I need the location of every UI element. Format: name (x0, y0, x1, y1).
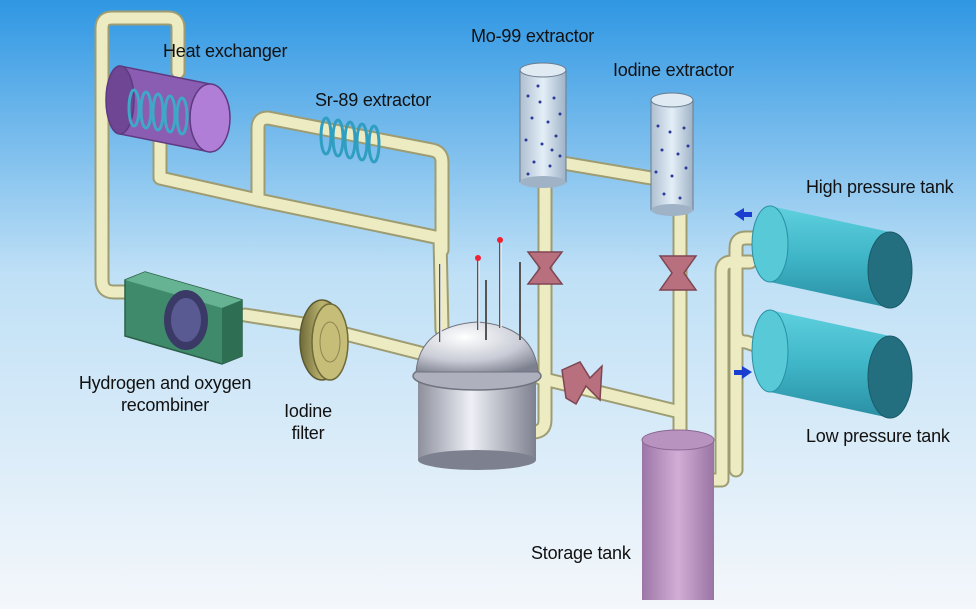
label-iodine-filter-line1: Iodine (284, 401, 332, 421)
iodine-filter (299, 299, 349, 381)
valve-mo99 (526, 251, 564, 285)
flow-arrow-icon (734, 208, 752, 379)
label-heat-exchanger: Heat exchanger (163, 41, 288, 61)
mo99-extractor (519, 62, 567, 188)
label-recombiner: Hydrogen and oxygen recombiner (72, 372, 258, 416)
label-storage-tank: Storage tank (531, 543, 631, 563)
valve-iodine (658, 255, 698, 291)
sr89-extractor-coil (319, 116, 381, 164)
label-recombiner-line1: Hydrogen and oxygen (78, 373, 252, 393)
label-recombiner-line2: recombiner (120, 395, 210, 415)
label-high-pressure-tank: High pressure tank (806, 177, 954, 197)
reactor-vessel (412, 237, 542, 470)
valve-storage-line (561, 361, 603, 406)
hydrogen-oxygen-recombiner (124, 271, 243, 365)
low-pressure-tank (751, 309, 913, 419)
label-iodine-filter-line2: filter (291, 423, 325, 443)
label-iodine-filter: Iodine filter (270, 400, 346, 444)
iodine-extractor (650, 92, 694, 216)
heat-exchanger-coil (127, 88, 189, 136)
label-sr89-extractor: Sr-89 extractor (315, 90, 432, 110)
high-pressure-tank (751, 205, 913, 309)
label-low-pressure-tank: Low pressure tank (806, 426, 950, 446)
storage-tank (641, 429, 715, 600)
label-iodine-extractor: Iodine extractor (613, 60, 734, 80)
heat-exchanger (105, 65, 231, 153)
label-mo99-extractor: Mo-99 extractor (471, 26, 595, 46)
